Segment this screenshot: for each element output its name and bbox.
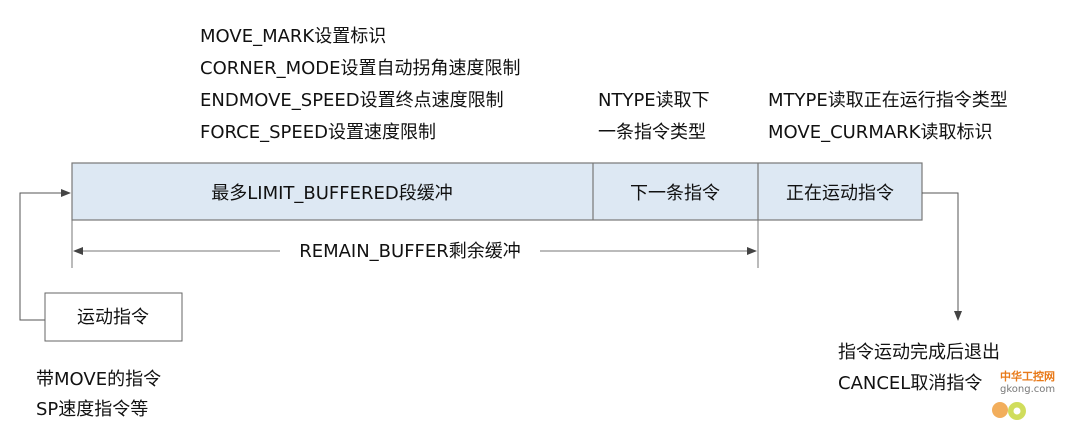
motion-command-box: 运动指令 (77, 307, 149, 328)
watermark-text: 中华工控网 gkong.com (1000, 370, 1056, 395)
setting-force-speed: FORCE_SPEED设置速度限制 (200, 122, 436, 143)
remain-buffer-dimension: REMAIN_BUFFER剩余缓冲 (71, 220, 759, 268)
settings-commands: MOVE_MARK设置标识 CORNER_MODE设置自动拐角速度限制 ENDM… (200, 26, 521, 143)
exit-note-complete: 指令运动完成后退出 (838, 342, 1000, 363)
remain-buffer-label: REMAIN_BUFFER剩余缓冲 (299, 241, 521, 262)
ntype-note: NTYPE读取下 一条指令类型 (598, 90, 710, 143)
exit-flow: 指令运动完成后退出 CANCEL取消指令 (838, 192, 1000, 394)
watermark-logo (992, 402, 1026, 420)
svg-text:一条指令类型: 一条指令类型 (598, 122, 706, 143)
svg-text:MTYPE读取正在运行指令类型: MTYPE读取正在运行指令类型 (768, 90, 1008, 111)
svg-text:NTYPE读取下: NTYPE读取下 (598, 90, 710, 111)
input-note-move: 带MOVE的指令 (36, 369, 161, 390)
exit-note-cancel: CANCEL取消指令 (838, 373, 982, 394)
input-note-sp: SP速度指令等 (36, 399, 148, 420)
buffer-segment-current: 正在运动指令 (786, 183, 894, 204)
buffer-segment-limit: 最多LIMIT_BUFFERED段缓冲 (211, 183, 453, 204)
svg-text:MOVE_CURMARK读取标识: MOVE_CURMARK读取标识 (768, 122, 992, 143)
buffer-bar: 最多LIMIT_BUFFERED段缓冲 下一条指令 正在运动指令 (71, 162, 923, 221)
setting-corner-mode: CORNER_MODE设置自动拐角速度限制 (200, 58, 521, 79)
input-flow: 运动指令 带MOVE的指令 SP速度指令等 (19, 189, 183, 420)
buffer-segment-next: 下一条指令 (630, 183, 720, 204)
setting-endmove-speed: ENDMOVE_SPEED设置终点速度限制 (200, 90, 504, 111)
setting-move-mark: MOVE_MARK设置标识 (200, 26, 386, 47)
mtype-note: MTYPE读取正在运行指令类型 MOVE_CURMARK读取标识 (768, 90, 1008, 143)
